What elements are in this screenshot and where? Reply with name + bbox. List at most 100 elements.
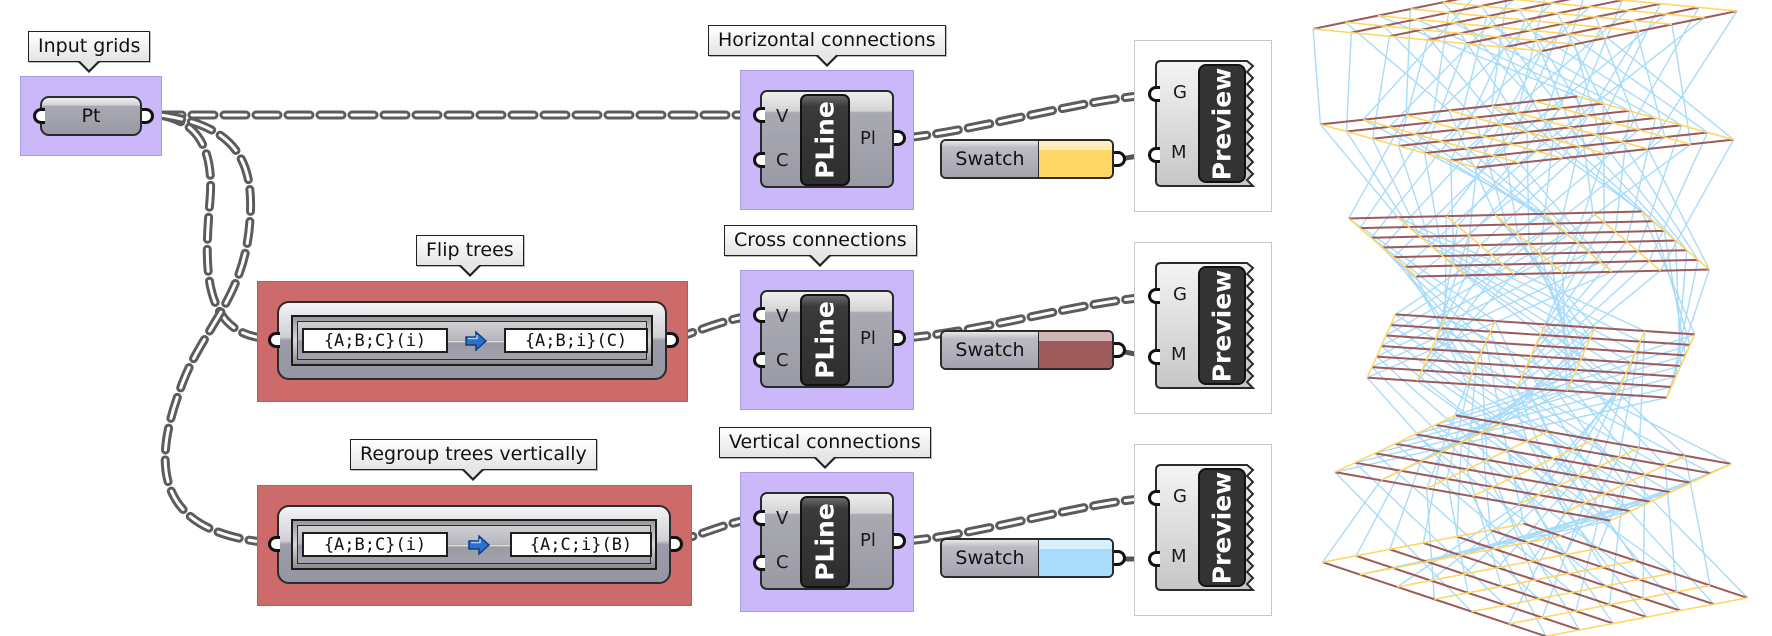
target-path-box[interactable]: {A;C;i}(B) <box>510 532 652 557</box>
preview-g-grip[interactable] <box>1148 288 1160 304</box>
vertical-connection-line <box>1348 217 1496 322</box>
cross-connection-line <box>1441 135 1485 143</box>
regroup-tree-component[interactable]: {A;B;C}(i) {A;C;i}(B) <box>277 505 671 584</box>
horizontal-connection-line <box>1380 470 1402 481</box>
preview-component-cross[interactable]: G M Preview <box>1155 262 1256 390</box>
cross-connection-line <box>1320 118 1364 126</box>
preview-m-grip[interactable] <box>1148 551 1160 567</box>
horizontal-connection-line <box>1504 597 1539 606</box>
cross-connection-line <box>1633 13 1667 22</box>
cross-connection-line <box>1421 369 1472 375</box>
vertical-connection-line <box>1385 334 1554 460</box>
horizontal-connection-line <box>1389 126 1416 135</box>
cross-connection-line <box>1507 449 1554 460</box>
pline-v-grip[interactable] <box>753 107 765 123</box>
wire-vertical-to-preview <box>900 493 1155 546</box>
pline-v-grip[interactable] <box>753 510 765 526</box>
preview-g-grip[interactable] <box>1148 86 1160 102</box>
cross-connection-line <box>1486 8 1520 18</box>
source-path-box[interactable]: {A;B;C}(i) <box>302 328 448 353</box>
swatch-color[interactable] <box>1039 540 1112 576</box>
vertical-connection-line <box>1659 139 1735 272</box>
preview-m-grip[interactable] <box>1148 147 1160 163</box>
horizontal-connection-line <box>1468 234 1481 246</box>
flip-input-grip[interactable] <box>268 332 280 348</box>
swatch-horizontal[interactable]: Swatch <box>940 139 1114 179</box>
cross-connection-line <box>1601 19 1635 29</box>
horizontal-connection-line <box>1624 473 1646 485</box>
pline-component-vertical[interactable]: V C PLine Pl <box>760 492 894 590</box>
horizontal-connection-line <box>1603 102 1630 112</box>
horizontal-connection-line <box>1558 475 1580 487</box>
vertical-connection-line <box>1541 502 1586 618</box>
point-input-grip[interactable] <box>33 108 45 124</box>
horizontal-connection-line <box>1633 19 1673 26</box>
vertical-connection-line <box>1388 0 1514 128</box>
point-parameter[interactable]: Pt <box>40 96 142 136</box>
swatch-output-grip[interactable] <box>1114 550 1126 566</box>
cross-connection-line <box>1562 270 1612 275</box>
pline-name-bar: PLine <box>800 94 850 186</box>
swatch-output-grip[interactable] <box>1114 342 1126 358</box>
horizontal-connection-line <box>1609 597 1644 606</box>
swatch-vertical[interactable]: Swatch <box>940 538 1114 578</box>
3d-viewport[interactable] <box>1290 0 1772 636</box>
swatch-cross[interactable]: Swatch <box>940 330 1114 370</box>
source-path-box[interactable]: {A;B;C}(i) <box>302 532 448 557</box>
horizontal-connection-line <box>1676 584 1711 593</box>
horizontal-connection-line <box>1517 112 1544 121</box>
regroup-input-grip[interactable] <box>268 536 280 552</box>
pline-component-horizontal[interactable]: V C PLine Pl <box>760 90 894 188</box>
cross-connection-line <box>1664 464 1712 475</box>
cross-connection-line <box>1568 26 1602 35</box>
pline-c-grip[interactable] <box>753 555 765 571</box>
horizontal-connection-line <box>1539 324 1546 336</box>
vertical-connection-line <box>1535 231 1616 346</box>
cross-connection-line <box>1604 492 1651 503</box>
cross-connection-line <box>1558 484 1605 495</box>
vertical-connection-line <box>1367 271 1612 379</box>
cross-connection-line <box>1626 372 1677 378</box>
cross-connection-line <box>1446 213 1496 218</box>
cross-connection-line <box>1448 5 1482 14</box>
wire-horizontal-to-preview <box>903 93 1152 140</box>
horizontal-connection-line <box>1491 104 1518 114</box>
preview-component-vertical[interactable]: G M Preview <box>1155 464 1256 592</box>
horizontal-connection-line <box>1416 370 1423 382</box>
flip-tree-component[interactable]: {A;B;C}(i) {A;B;i}(C) <box>277 301 667 380</box>
cross-connection-line <box>1395 442 1442 453</box>
horizontal-connection-line <box>1552 448 1574 460</box>
vertical-connection-line <box>1497 475 1580 569</box>
vertical-connection-line <box>1480 5 1562 109</box>
preview-g-grip[interactable] <box>1148 490 1160 506</box>
target-path-box[interactable]: {A;B;i}(C) <box>504 328 648 353</box>
cross-connection-line <box>1426 487 1473 498</box>
horizontal-connection-line <box>1446 468 1468 480</box>
swatch-color[interactable] <box>1039 332 1112 368</box>
horizontal-connection-line <box>1580 348 1587 360</box>
pline-component-cross[interactable]: V C PLine Pl <box>760 290 894 388</box>
pline-v-grip[interactable] <box>753 307 765 323</box>
pline-c-grip[interactable] <box>753 152 765 168</box>
horizontal-connection-line <box>1480 341 1487 354</box>
horizontal-connection-line <box>1431 121 1459 131</box>
cross-connection-line <box>1448 104 1492 112</box>
horizontal-connection-line <box>1689 334 1696 346</box>
cross-connection-line <box>1497 566 1536 581</box>
point-output-grip[interactable] <box>142 108 154 124</box>
horizontal-connection-line <box>1690 472 1712 484</box>
cross-connection-line <box>1609 603 1647 619</box>
horizontal-connection-line <box>1375 345 1383 357</box>
cross-connection-line <box>1410 1 1444 10</box>
cross-connection-line <box>1538 597 1577 613</box>
pline-c-grip[interactable] <box>753 352 765 368</box>
vertical-connection-line <box>1319 123 1399 218</box>
horizontal-connection-line <box>1461 432 1482 444</box>
horizontal-connection-line <box>1371 356 1378 368</box>
cross-connection-line <box>1455 414 1502 425</box>
swatch-output-grip[interactable] <box>1114 151 1126 167</box>
preview-component-horizontal[interactable]: G M Preview <box>1155 60 1256 188</box>
vertical-connection-line <box>1466 363 1478 470</box>
swatch-color[interactable] <box>1039 141 1112 177</box>
preview-m-grip[interactable] <box>1148 349 1160 365</box>
